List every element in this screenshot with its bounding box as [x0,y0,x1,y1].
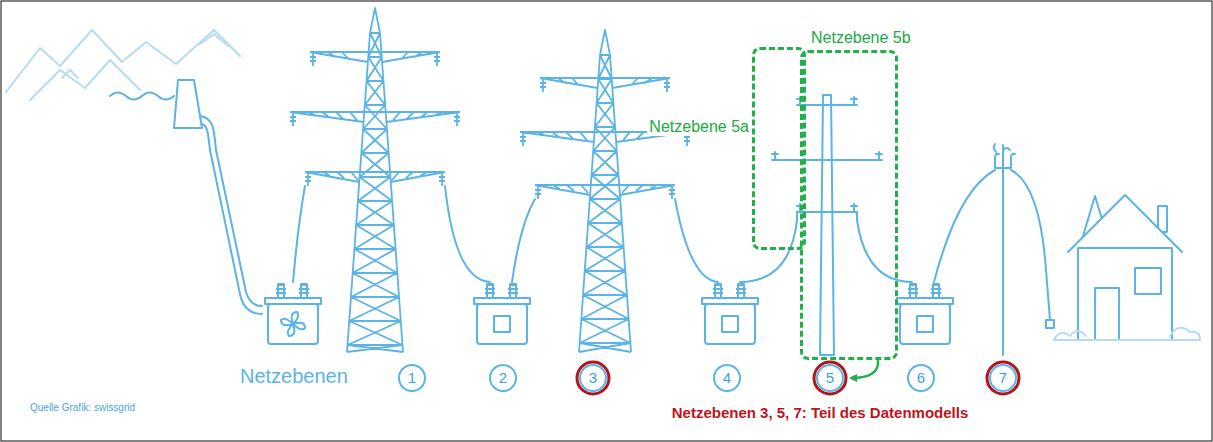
illustration-stroke [1078,248,1172,340]
highlight-rings [577,362,1019,394]
level-circle: 1 [398,364,426,392]
illustration-stroke [987,362,1019,394]
pylons [290,8,690,352]
level-number: 2 [499,369,507,386]
transformer [897,284,953,344]
illustration-stroke [293,186,305,282]
illustration-stroke [934,170,995,282]
illustration-stroke [200,34,228,46]
illustration-stroke [797,212,857,220]
illustration-stroke [713,284,723,298]
illustration-stroke [6,30,240,92]
illustration-stroke [775,97,879,212]
note: Netzebenen 3, 5, 7: Teil des Datenmodell… [672,404,968,421]
illustration-stroke [705,304,755,344]
illustration-stroke [281,312,305,336]
group-label: Netzebene 5b [809,29,913,47]
illustration-stroke [675,199,718,282]
illustration-stroke [722,316,738,332]
illustration-stroke [740,220,797,282]
illustration-stroke [908,284,918,298]
illustration-stroke [577,362,609,394]
illustration-stroke [1002,145,1004,355]
illustration-stroke [900,304,950,344]
illustration-stroke [797,211,857,213]
illustration-stroke [276,284,286,298]
transformer [702,284,758,344]
illustration-stroke [299,284,309,298]
level-number: 5 [826,369,834,386]
illustration-stroke [814,362,846,394]
illustration-stroke [268,304,318,344]
illustration-stroke [772,159,882,161]
illustration-stroke [110,93,174,100]
transformer [474,284,530,344]
source-note: Quelle Grafik: swissgrid [30,402,135,414]
level-number: 3 [589,369,597,386]
illustration-stroke [485,284,495,298]
illustration-stroke [174,80,202,128]
level-number: 7 [999,369,1007,386]
dashed-group-box: Netzebene 5a [752,47,806,250]
illustration-stroke [1054,328,1200,340]
pylon [520,30,690,352]
illustration-stroke [508,284,518,298]
illustration-stroke [202,124,262,314]
illustration-stroke [512,199,535,282]
level-number: 1 [408,369,416,386]
illustration-stroke [474,298,530,304]
axis-label: Netzebenen [240,365,348,388]
illustration-stroke [265,298,321,304]
illustration-stroke [477,304,527,344]
illustration-stroke [994,144,1015,168]
level-number: 6 [917,369,925,386]
illustration-stroke [702,298,758,304]
level-circle: 2 [489,364,517,392]
level-circle: 5 [816,364,844,392]
illustration-stroke [1095,288,1119,340]
illustration-stroke [897,298,953,304]
transformer [265,284,321,344]
illustration-stroke [1046,320,1054,328]
illustration-stroke [445,186,490,282]
transformers [265,284,953,344]
level-circle: 6 [907,364,935,392]
illustration-stroke [1054,339,1200,341]
illustration-stroke [494,316,510,332]
illustration-stroke [1011,170,1050,320]
illustration-stroke [736,284,746,298]
illustration-stroke [6,30,1200,355]
level-circle: 4 [713,364,741,392]
illustration-stroke [1135,268,1161,294]
illustration-stroke [931,284,941,298]
illustration-stroke [820,95,834,355]
level-circle: 3 [579,364,607,392]
illustration-stroke [917,316,933,332]
level-circle: 7 [989,364,1017,392]
level-number: 4 [723,369,731,386]
illustration-stroke [772,99,882,206]
dashed-group-box: Netzebene 5b [800,50,898,360]
group-label: Netzebene 5a [647,118,751,136]
illustration-stroke [62,70,78,78]
illustration-stroke [797,104,857,106]
illustration-stroke [857,220,912,282]
group-arrow [851,360,878,378]
illustration-stroke [1068,195,1182,252]
